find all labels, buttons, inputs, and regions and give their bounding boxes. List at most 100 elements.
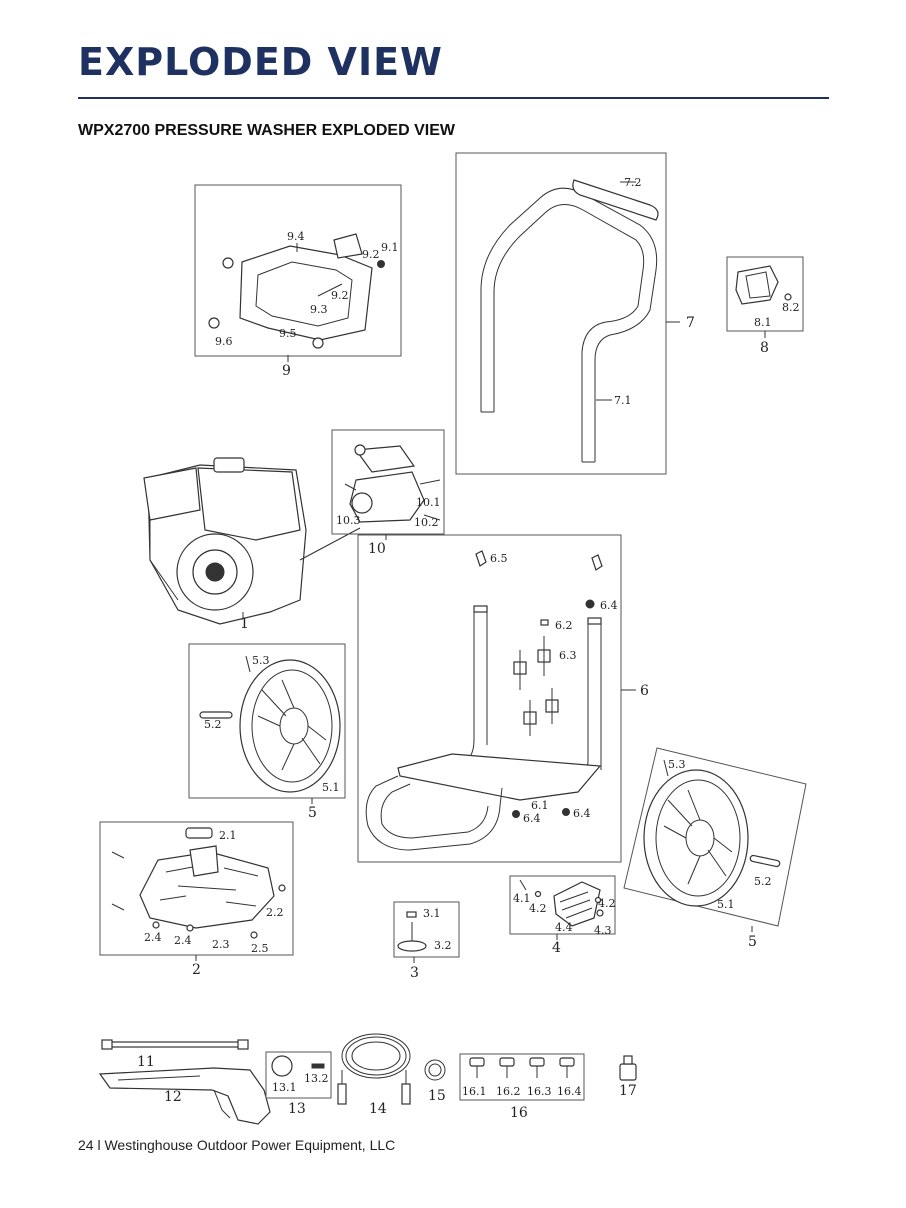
callout-8-1: 8.1 — [754, 316, 772, 329]
part-group-wand — [101, 1039, 249, 1050]
callout-5-3-b: 5.3 — [668, 758, 686, 771]
diagram-subtitle: WPX2700 PRESSURE WASHER EXPLODED VIEW — [78, 122, 455, 139]
callout-7-2: 7.2 — [624, 176, 642, 189]
callout-5: 5 — [308, 805, 317, 821]
callout-2-1: 2.1 — [219, 829, 237, 842]
callout-4: 4 — [552, 940, 561, 956]
handle-box — [455, 152, 667, 475]
callout-2-5: 2.5 — [251, 942, 269, 955]
callout-6-5: 6.5 — [490, 552, 508, 565]
callout-8: 8 — [760, 340, 769, 356]
detergent-hose — [424, 1059, 446, 1081]
callout-10-1: 10.1 — [416, 496, 441, 509]
frame-base-plate — [397, 753, 602, 801]
part-group-wheel-left — [188, 643, 346, 804]
callout-3-1: 3.1 — [423, 907, 441, 920]
handle-bar-outer — [480, 187, 658, 462]
callout-4-1: 4.1 — [513, 892, 531, 905]
part-group-oil-bottle — [619, 1055, 637, 1081]
adapter-kit-box — [265, 1051, 332, 1099]
part-group-spray-gun — [98, 1067, 271, 1125]
callout-10: 10 — [368, 541, 386, 557]
part-group-adapter-kit — [265, 1051, 332, 1099]
high-pressure-hose — [345, 1036, 407, 1076]
callout-11: 11 — [137, 1054, 155, 1070]
base-pan-funnel — [189, 845, 219, 877]
callout-3-2: 3.2 — [434, 939, 452, 952]
callout-5-2: 5.2 — [204, 718, 222, 731]
callout-10-2: 10.2 — [414, 516, 439, 529]
callout-5-3: 5.3 — [252, 654, 270, 667]
callout-9-1: 9.1 — [381, 241, 399, 254]
pump-manifold — [354, 445, 416, 473]
part-group-panel — [194, 184, 402, 362]
wheel-left-box — [188, 643, 346, 799]
part-group-foot — [393, 901, 460, 963]
callout-13: 13 — [288, 1101, 306, 1117]
nozzle-1 — [469, 1057, 485, 1067]
callout-2: 2 — [192, 962, 201, 978]
title-rule — [78, 97, 829, 99]
callout-16: 16 — [510, 1105, 528, 1121]
callout-9-3: 9.3 — [310, 303, 328, 316]
callout-8-2: 8.2 — [782, 301, 800, 314]
callout-6: 6 — [640, 683, 649, 699]
page-footer: 24 l Westinghouse Outdoor Power Equipmen… — [78, 1137, 396, 1153]
foot-nut — [406, 911, 417, 918]
callout-1: 1 — [240, 616, 249, 632]
callout-4-3: 4.3 — [594, 924, 612, 937]
frame-left-leg — [457, 610, 475, 769]
panel-plate — [239, 245, 373, 341]
spray-gun — [98, 1067, 271, 1125]
engine-fuel-cap — [213, 457, 245, 473]
callout-2-2: 2.2 — [266, 906, 284, 919]
part-group-soap-hose — [424, 1059, 446, 1081]
callout-2-4-b: 2.4 — [174, 934, 192, 947]
callout-12: 12 — [164, 1089, 182, 1105]
callout-9-2: 9.2 — [362, 248, 380, 261]
callout-9-2-b: 9.2 — [331, 289, 349, 302]
hose-fitting-left — [337, 1083, 347, 1105]
part-group-base-pan — [99, 821, 294, 961]
gun-holder — [735, 265, 779, 305]
nozzle-4 — [559, 1057, 575, 1067]
callout-13-2: 13.2 — [304, 1072, 329, 1085]
handle-grip — [572, 179, 659, 221]
part-group-nozzles — [459, 1053, 585, 1101]
panel-box — [194, 184, 402, 357]
callout-14: 14 — [369, 1101, 387, 1117]
callout-4-4: 4.4 — [555, 921, 573, 934]
callout-15: 15 — [428, 1088, 446, 1104]
spray-wand — [105, 1041, 247, 1048]
wheel-right-tire — [643, 769, 749, 907]
callout-6-4-b: 6.4 — [523, 812, 541, 825]
callout-16-3: 16.3 — [527, 1085, 552, 1098]
engine-air-filter — [143, 467, 201, 521]
part-group-hose — [337, 1033, 411, 1105]
oil-bottle — [619, 1063, 637, 1081]
frame-base-loop — [365, 775, 503, 851]
hose-fitting-right — [401, 1083, 411, 1105]
callout-4-2: 4.2 — [529, 902, 547, 915]
nozzle-3 — [529, 1057, 545, 1067]
callout-9-6: 9.6 — [215, 335, 233, 348]
part-group-hose-hanger — [509, 875, 616, 940]
hose-hanger — [553, 881, 601, 927]
callout-7: 7 — [686, 315, 695, 331]
page-title: EXPLODED VIEW — [78, 40, 443, 84]
adapter-o-ring — [271, 1055, 293, 1077]
callout-5-2-b: 5.2 — [754, 875, 772, 888]
part-group-gun-holder — [726, 256, 804, 338]
part-group-handle — [455, 152, 680, 475]
callout-9-4: 9.4 — [287, 230, 305, 243]
wheel-right-axle — [749, 854, 781, 868]
part-group-pump — [331, 429, 445, 540]
callout-6-3: 6.3 — [559, 649, 577, 662]
handle-bar-inner — [493, 204, 645, 462]
panel-bracket — [333, 233, 363, 259]
callout-6-1: 6.1 — [531, 799, 549, 812]
callout-6-4: 6.4 — [600, 599, 618, 612]
callout-2-3: 2.3 — [212, 938, 230, 951]
callout-2-4: 2.4 — [144, 931, 162, 944]
